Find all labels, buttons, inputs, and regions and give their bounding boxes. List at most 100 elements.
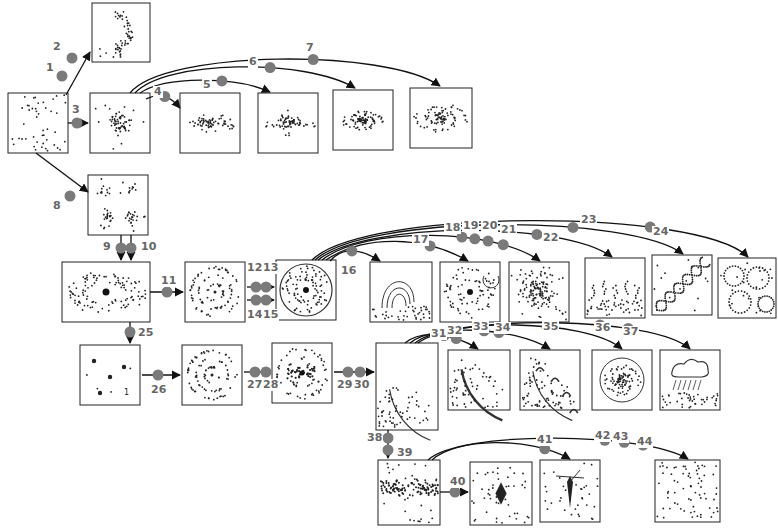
sketch-dot xyxy=(224,395,226,397)
sketch-dot xyxy=(604,383,606,385)
sketch-dot xyxy=(98,121,100,123)
sketch-dot xyxy=(122,277,124,279)
sketch-dot xyxy=(286,285,288,287)
sketch-dot xyxy=(587,311,589,313)
sketch-dot xyxy=(221,296,223,298)
panel-border xyxy=(660,350,720,410)
sketch-dot xyxy=(293,382,295,384)
sketch-dot xyxy=(283,128,285,130)
sketch-dot xyxy=(230,361,232,363)
sketch-dot xyxy=(201,118,203,120)
sketch-dot xyxy=(659,300,661,302)
sketch-dot xyxy=(399,411,401,413)
sketch-dot xyxy=(490,293,492,295)
sketch-dot xyxy=(57,147,59,149)
sketch-dot xyxy=(697,267,699,269)
sketch-dot xyxy=(36,116,38,118)
sketch-dot xyxy=(441,119,443,121)
sketch-dot xyxy=(540,289,542,291)
sketch-dot xyxy=(465,390,467,392)
sketch-dot xyxy=(295,297,297,299)
sketch-dot xyxy=(111,125,113,127)
sketch-dot xyxy=(297,299,299,301)
sketch-dot xyxy=(447,285,449,287)
sketch-dot xyxy=(374,122,376,124)
sketch-dot xyxy=(295,276,297,278)
sketch-dot xyxy=(614,384,616,386)
sketch-dot xyxy=(530,284,532,286)
sketch-dot xyxy=(206,350,208,352)
sketch-dot xyxy=(472,385,474,387)
sketch-dot xyxy=(124,44,126,46)
sketch-dot xyxy=(656,309,658,311)
sketch-dot xyxy=(204,352,206,354)
sketch-dot xyxy=(529,294,531,296)
sketch-dot xyxy=(189,362,191,364)
sketch-dot xyxy=(555,403,557,405)
sketch-dot xyxy=(201,129,203,131)
sketch-dot xyxy=(118,111,120,113)
sketch-dot xyxy=(231,308,233,310)
sketch-dot xyxy=(470,402,472,404)
sketch-dot xyxy=(590,307,592,309)
panel-border xyxy=(592,350,652,410)
sketch-dot xyxy=(117,49,119,51)
sketch-dot xyxy=(523,405,525,407)
sketch-dot xyxy=(614,297,616,299)
sketch-line xyxy=(678,380,681,390)
sketch-dot xyxy=(72,293,74,295)
sketch-dot xyxy=(222,290,224,292)
sketch-dot xyxy=(516,279,518,281)
sketch-dot xyxy=(530,358,532,360)
sketch-dot xyxy=(388,413,390,415)
sketch-dot xyxy=(622,391,624,393)
sketch-line xyxy=(672,359,709,377)
sketch-dot xyxy=(682,283,684,285)
sketch-dot xyxy=(559,402,561,404)
sketch-dot xyxy=(627,390,629,392)
sketch-dot xyxy=(307,372,309,374)
sketch-dot xyxy=(133,110,135,112)
sketch-dot xyxy=(130,38,132,40)
sketch-dot xyxy=(201,352,203,354)
sketch-dot xyxy=(35,149,37,151)
sketch-dot xyxy=(93,274,95,276)
sketch-dot xyxy=(86,374,88,376)
sketch-dot xyxy=(556,395,558,397)
sketch-dot xyxy=(665,308,667,310)
sketch-dot xyxy=(773,305,775,307)
sketch-dot xyxy=(691,276,693,278)
sketch-dot xyxy=(663,300,665,302)
sketch-dot xyxy=(453,390,455,392)
sketch-dot xyxy=(623,304,625,306)
sketch-dot xyxy=(540,370,542,372)
sketch-dot xyxy=(740,283,742,285)
sketch-dot xyxy=(131,216,133,218)
sketch-dot xyxy=(766,283,768,285)
sketch-dot xyxy=(536,404,538,406)
sketch-dot xyxy=(227,301,229,303)
sketch-dot xyxy=(627,308,629,310)
sketch-dot xyxy=(526,382,528,384)
sketch-dot xyxy=(599,308,601,310)
sketch-dot xyxy=(488,380,490,382)
sketch-dot xyxy=(103,214,105,216)
sketch-dot xyxy=(418,406,420,408)
sketch-dot xyxy=(69,294,71,296)
sketch-dot xyxy=(476,269,478,271)
sketch-dot xyxy=(287,117,289,119)
sketch-dot xyxy=(748,271,750,273)
sketch-dot xyxy=(542,286,544,288)
sketch-dot xyxy=(535,281,537,283)
sketch-dot xyxy=(321,358,323,360)
sketch-dot xyxy=(198,384,200,386)
sketch-dot xyxy=(528,393,530,395)
sketch-dot xyxy=(443,118,445,120)
sketch-dot xyxy=(375,316,377,318)
sketch-dot xyxy=(737,284,739,286)
sketch-dot xyxy=(469,369,471,371)
sketch-dot xyxy=(695,403,697,405)
sketch-dot xyxy=(621,368,623,370)
sketch-dot xyxy=(114,299,116,301)
sketch-dot xyxy=(84,305,86,307)
